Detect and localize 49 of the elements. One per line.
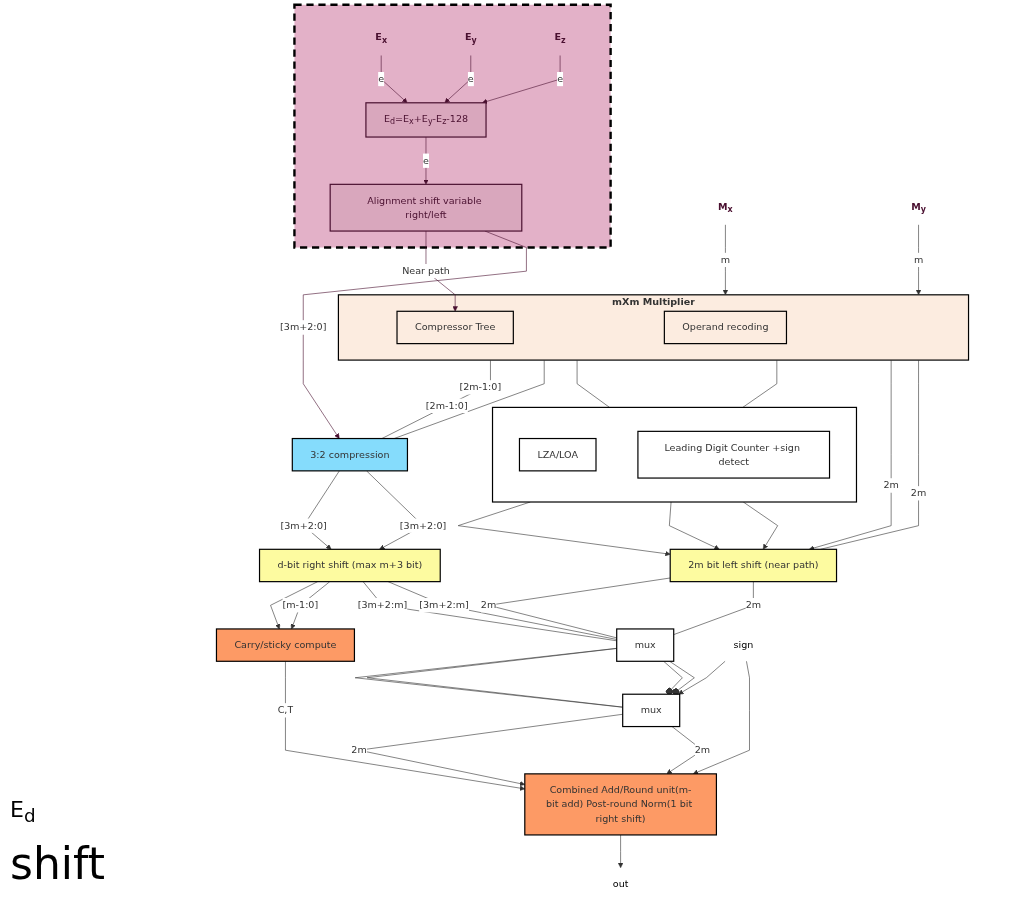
node-text: E$_{y}$	[464, 31, 477, 45]
node-box: 3:2 compression	[291, 437, 409, 472]
node-text: M$_{y}$	[911, 200, 926, 215]
node-box: Alignment shift variable right/left	[329, 183, 523, 232]
node-box: Operand recoding	[663, 310, 788, 345]
connector	[576, 359, 610, 408]
edge-label: [3m+2:0]	[280, 321, 327, 333]
node-box: LZA/LOA	[518, 437, 597, 472]
edge-label: Near path	[402, 265, 450, 277]
edge-label: 2m	[480, 599, 497, 611]
node-text: sign	[733, 639, 754, 651]
node-box: Combined Add/Round unit(m-bit add) Post-round Norm(1 bit right shift)	[524, 773, 717, 836]
node-box: Compressor Tree	[396, 310, 514, 345]
edge-label: e	[557, 73, 564, 85]
cluster	[293, 3, 612, 249]
node-box: Leading Digit Counter +sign detect	[637, 430, 831, 479]
edge-label: [3m+2:0]	[399, 519, 447, 532]
edge-label: [2m-1:0]	[459, 381, 502, 393]
edge-label: C,T	[277, 704, 294, 716]
edge-label: 2m	[910, 487, 927, 499]
edge-label: m	[913, 253, 924, 266]
edge-label: 2m	[351, 744, 367, 756]
edge-label: [m-1:0]	[282, 599, 319, 611]
node-text: M$_{x}$	[718, 200, 733, 215]
edge-label: m	[720, 253, 731, 266]
edge-label: e	[378, 73, 385, 85]
node-text: E$_{x}$	[375, 31, 388, 45]
edge-label: 2m	[745, 599, 762, 611]
edge-label: e	[423, 154, 429, 167]
node-box: mux	[622, 693, 681, 728]
node-box: E$_{d}$=E$_{x}$+E$_{y}$-E$_{z}$-128	[365, 102, 487, 138]
edge-label: [2m-1:0]	[425, 399, 468, 412]
edge-label: [3m+2:0]	[280, 519, 327, 532]
node-text: E$_{z}$	[554, 31, 566, 45]
node-box: Carry/sticky compute	[215, 628, 356, 662]
connector	[673, 581, 754, 635]
signal-label: E$_{d}$	[10, 796, 37, 826]
node-box: mux	[616, 628, 675, 662]
node-text: out	[612, 878, 629, 890]
edge-label: [3m+2:m]	[357, 599, 408, 611]
cluster	[491, 406, 858, 503]
edge-label: e	[467, 73, 474, 85]
edge-label: 2m	[883, 479, 899, 491]
note-text: shift	[10, 838, 106, 889]
edge-label: 2m	[694, 744, 711, 756]
edge-label: [3m+2:m]	[419, 599, 469, 611]
connector	[742, 359, 778, 408]
node-box: 2m bit left shift (near path)	[669, 548, 838, 583]
node-box: d-bit right shift (max m+3 bit)	[258, 548, 441, 583]
